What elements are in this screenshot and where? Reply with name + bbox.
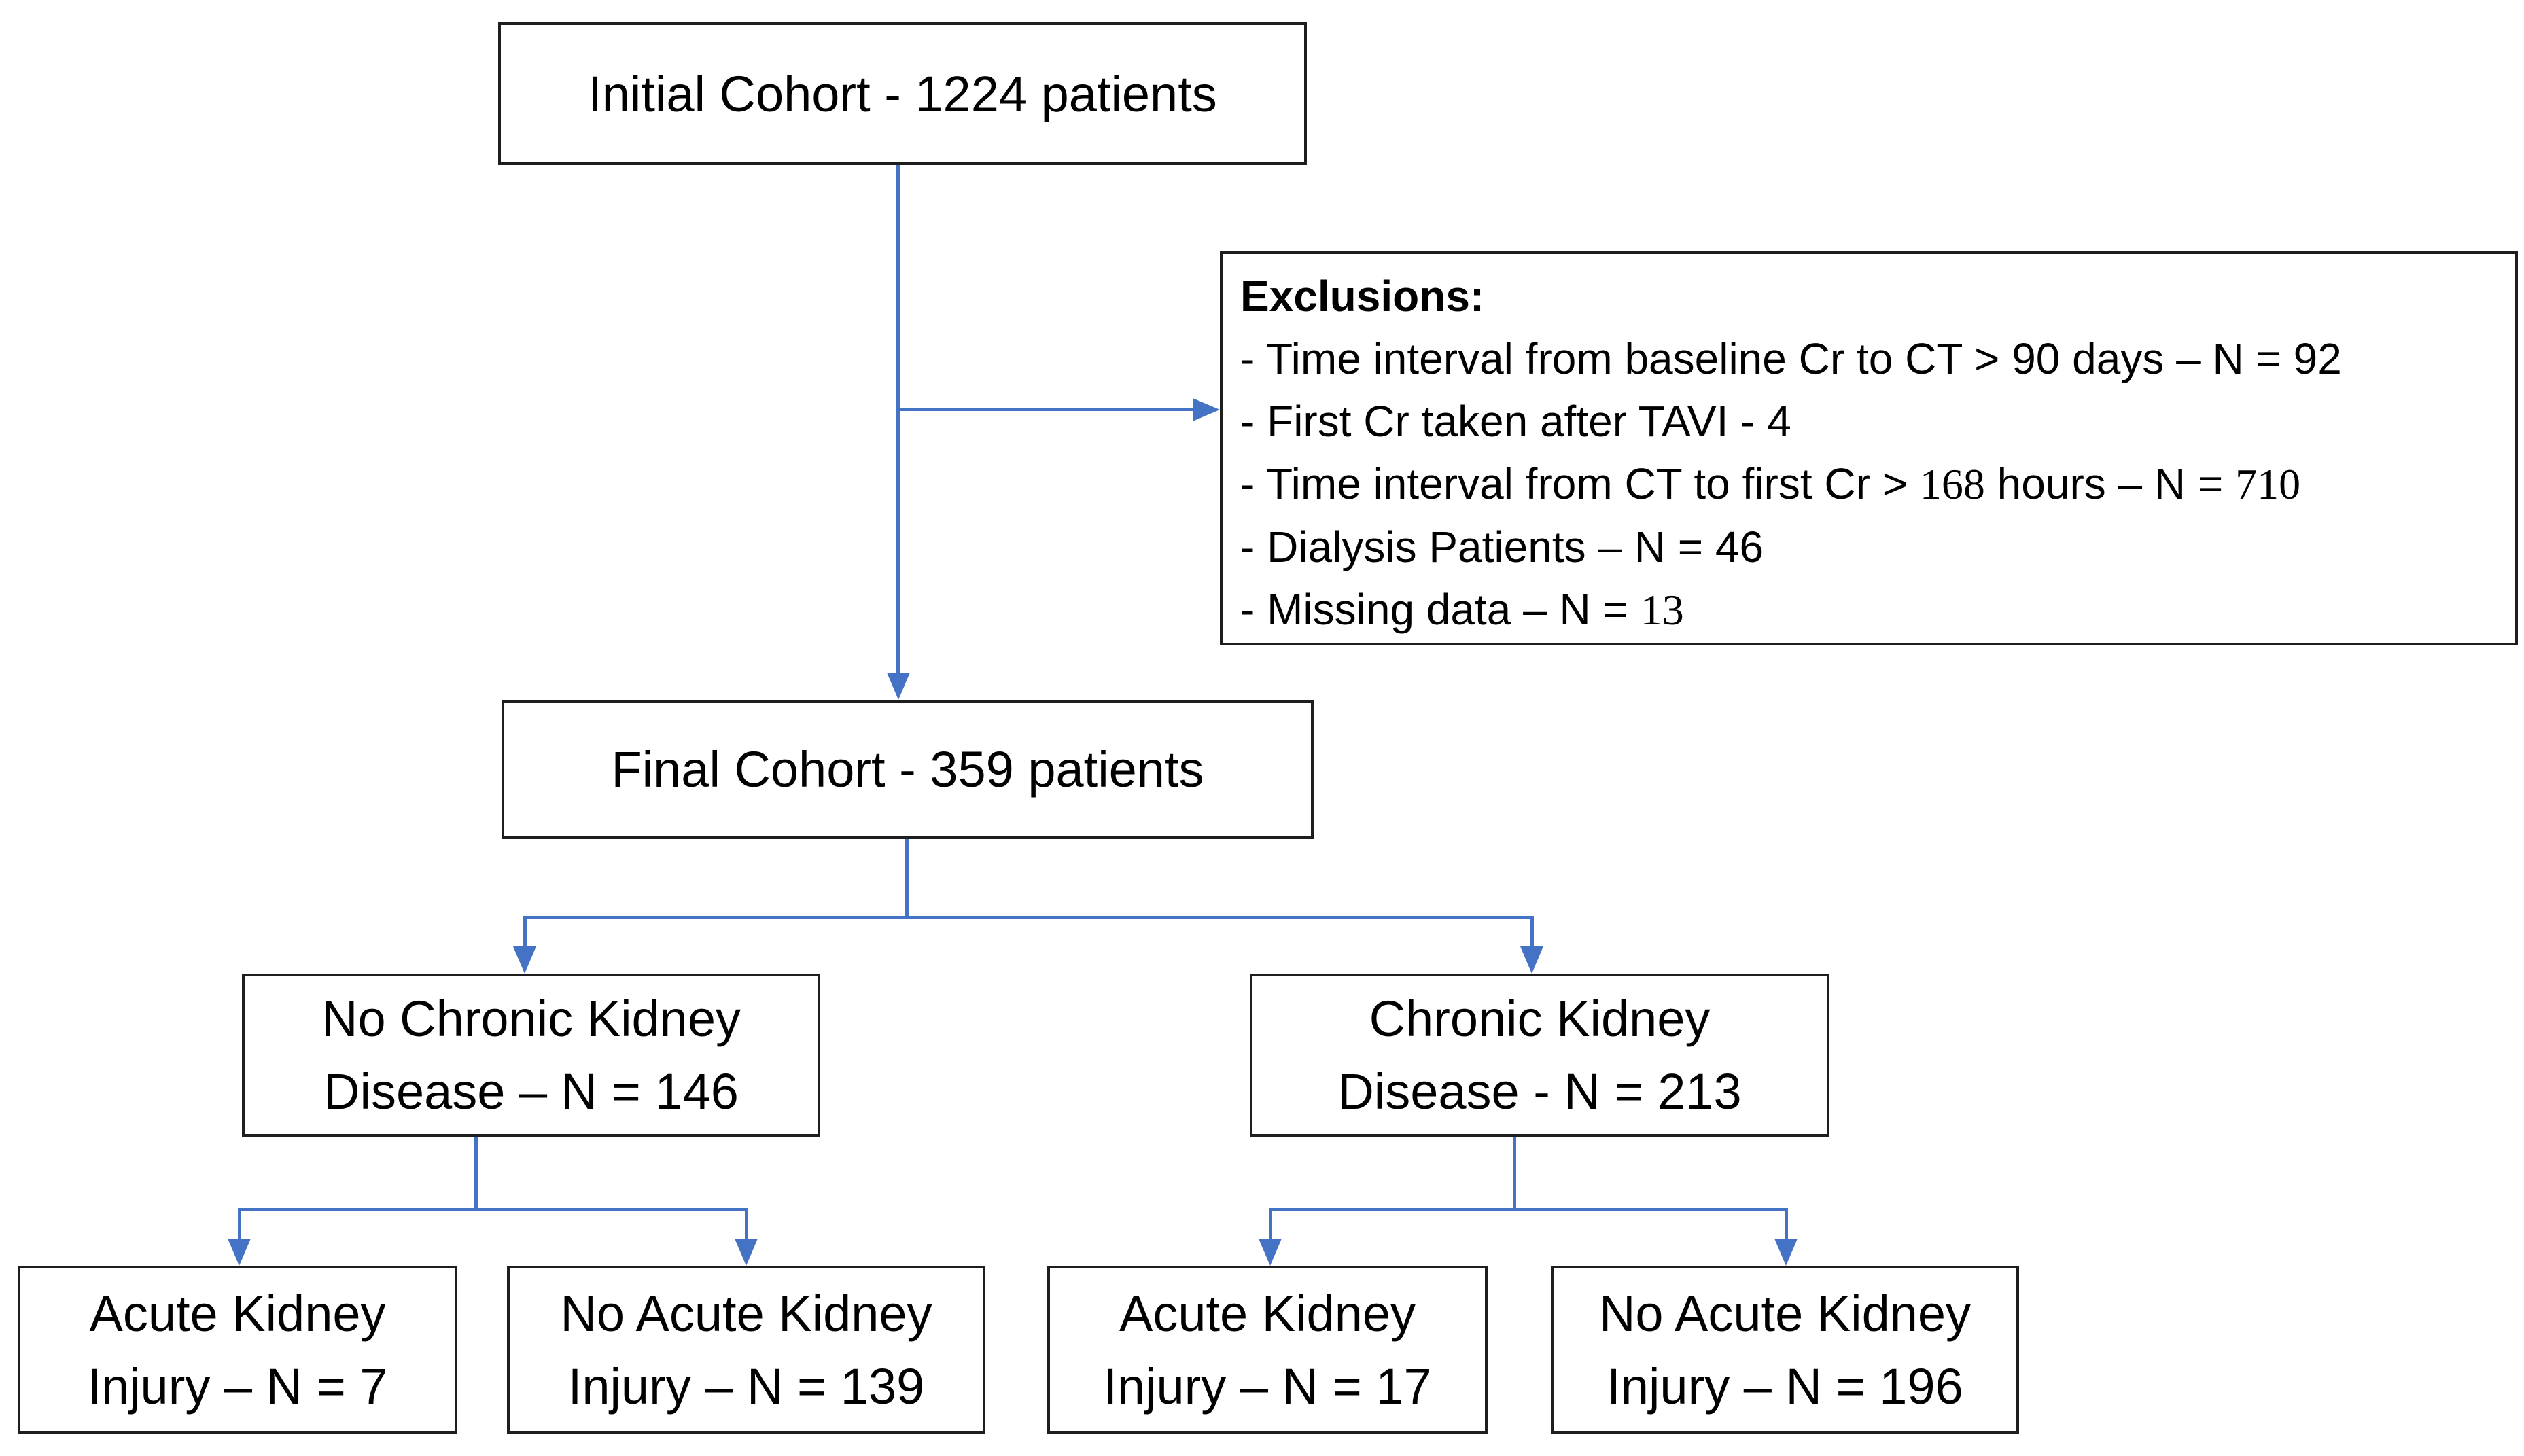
node-ckd-line1: Chronic Kidney: [1369, 991, 1711, 1047]
exclusion-item-text: - Missing data – N =: [1240, 585, 1641, 634]
exclusion-item-number: 13: [1640, 586, 1684, 634]
connector-drop-to-ckd: [1530, 916, 1534, 948]
exclusion-item-number: 168: [1919, 460, 1985, 508]
node-acute-kidney-injury-no-ckd: Acute Kidney Injury – N = 7: [18, 1266, 457, 1434]
node-aki-ckd-line2: Injury – N = 17: [1103, 1357, 1432, 1415]
node-no-aki-no-ckd-line1: No Acute Kidney: [560, 1285, 932, 1342]
arrowhead-into-no-aki-ckd: [1774, 1239, 1798, 1266]
arrowhead-into-aki-ckd: [1259, 1239, 1282, 1266]
connector-final-split-stub: [905, 839, 909, 919]
arrowhead-into-final-cohort: [887, 673, 910, 700]
exclusion-item: - Dialysis Patients – N = 46: [1240, 516, 2342, 578]
connector-initial-to-final-line: [896, 165, 900, 675]
node-no-acute-kidney-injury-no-ckd: No Acute Kidney Injury – N = 139: [507, 1266, 985, 1434]
connector-ckd-split-stub: [1513, 1137, 1516, 1210]
connector-drop-to-no-aki-ckd: [1785, 1208, 1788, 1240]
exclusion-item-text: - First Cr taken after TAVI - 4: [1240, 397, 1791, 446]
connector-drop-to-no-ckd: [523, 916, 527, 948]
node-aki-no-ckd-line1: Acute Kidney: [89, 1285, 386, 1342]
exclusions-list: - Time interval from baseline Cr to CT >…: [1240, 327, 2342, 641]
node-final-cohort: Final Cohort - 359 patients: [502, 700, 1314, 839]
exclusion-item: - Time interval from CT to first Cr > 16…: [1240, 452, 2342, 516]
node-aki-no-ckd-line2: Injury – N = 7: [87, 1357, 388, 1415]
node-chronic-kidney-disease: Chronic Kidney Disease - N = 213: [1250, 974, 1829, 1137]
exclusion-item-text: hours – N =: [1984, 459, 2236, 508]
node-initial-cohort-label: Initial Cohort - 1224 patients: [588, 65, 1217, 122]
node-initial-cohort: Initial Cohort - 1224 patients: [498, 22, 1307, 165]
arrowhead-into-no-aki-no-ckd: [735, 1239, 758, 1266]
connector-final-split-bar: [525, 916, 1533, 919]
node-final-cohort-label: Final Cohort - 359 patients: [611, 741, 1204, 798]
connector-drop-to-aki-ckd: [1269, 1208, 1272, 1240]
arrowhead-into-no-ckd: [513, 946, 536, 974]
node-aki-ckd-line1: Acute Kidney: [1119, 1285, 1416, 1342]
node-no-chronic-kidney-disease: No Chronic Kidney Disease – N = 146: [242, 974, 820, 1137]
connector-ckd-split-bar: [1270, 1208, 1787, 1211]
connector-no-ckd-split-stub: [474, 1137, 478, 1210]
node-no-ckd-line1: No Chronic Kidney: [321, 991, 741, 1047]
connector-to-exclusions-line: [898, 408, 1195, 411]
connector-no-ckd-split-bar: [239, 1208, 748, 1211]
arrowhead-into-exclusions: [1193, 398, 1220, 421]
node-no-aki-ckd-line1: No Acute Kidney: [1598, 1285, 1971, 1342]
arrowhead-into-aki-no-ckd: [228, 1239, 251, 1266]
node-no-acute-kidney-injury-ckd: No Acute Kidney Injury – N = 196: [1551, 1266, 2019, 1434]
node-ckd-line2: Disease - N = 213: [1337, 1063, 1742, 1120]
exclusions-title: Exclusions:: [1240, 272, 1485, 321]
node-no-aki-no-ckd-line2: Injury – N = 139: [567, 1357, 925, 1415]
exclusion-item: - First Cr taken after TAVI - 4: [1240, 390, 2342, 452]
exclusion-item-text: - Time interval from baseline Cr to CT >…: [1240, 334, 2342, 383]
connector-drop-to-aki-no-ckd: [238, 1208, 241, 1240]
node-exclusions: Exclusions: - Time interval from baselin…: [1220, 251, 2518, 645]
node-no-ckd-line2: Disease – N = 146: [323, 1063, 739, 1120]
node-no-aki-ckd-line2: Injury – N = 196: [1607, 1357, 1963, 1415]
node-acute-kidney-injury-ckd: Acute Kidney Injury – N = 17: [1047, 1266, 1488, 1434]
exclusion-item-text: - Time interval from CT to first Cr >: [1240, 459, 1920, 508]
exclusion-item-text: - Dialysis Patients – N = 46: [1240, 522, 1764, 571]
exclusion-item-number: 710: [2235, 460, 2301, 508]
connector-drop-to-no-aki-no-ckd: [745, 1208, 748, 1240]
exclusion-item: - Missing data – N = 13: [1240, 578, 2342, 641]
arrowhead-into-ckd: [1520, 946, 1543, 974]
exclusion-item: - Time interval from baseline Cr to CT >…: [1240, 327, 2342, 390]
